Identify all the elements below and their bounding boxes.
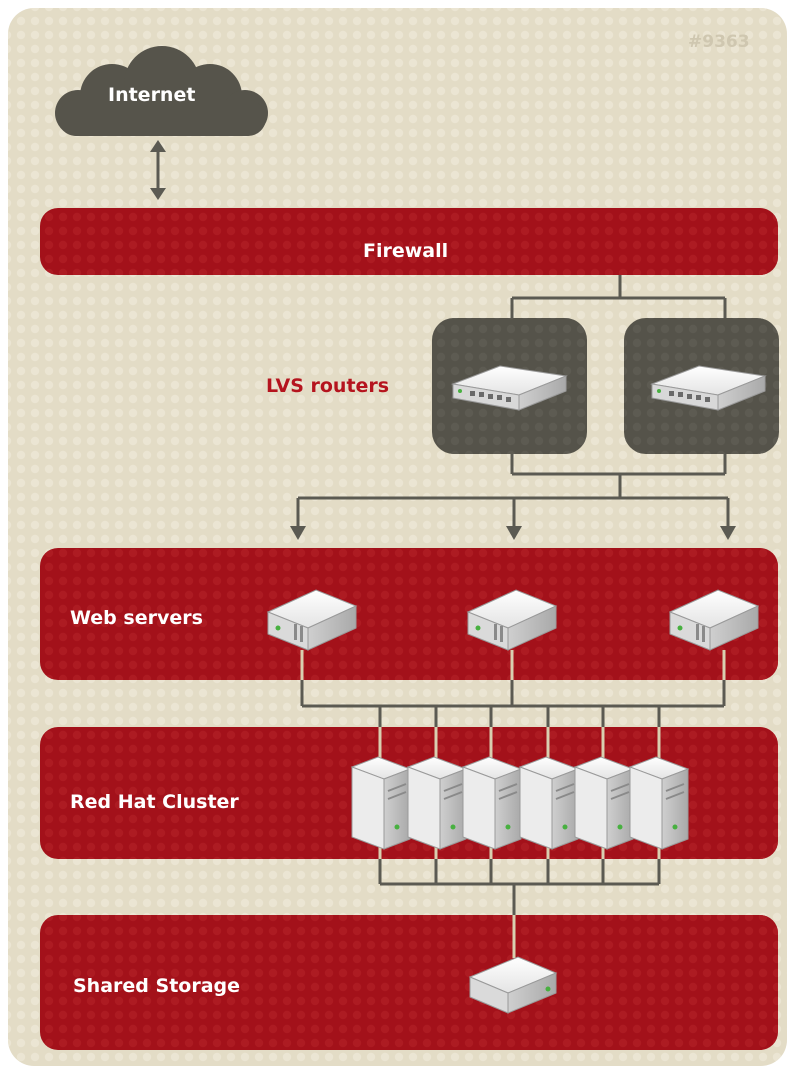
cluster-label: Red Hat Cluster [70,791,239,813]
web-server-icon-2 [466,589,558,651]
cluster-node-icon-3 [461,756,523,850]
lvs-routers-label: LVS routers [266,375,390,397]
web-servers-label: Web servers [70,607,203,629]
cluster-node-icon-4 [518,756,580,850]
router-icon-1 [451,365,568,411]
cluster-node-icon-1 [350,756,412,850]
cluster-node-icon-5 [573,756,635,850]
firewall-label: Firewall [363,240,449,262]
cluster-node-icon-2 [406,756,468,850]
background-dots [8,8,787,1066]
figure-id: #9363 [688,32,750,52]
internet-label: Internet [108,84,196,106]
storage-device-icon [468,956,558,1014]
web-cluster-links [300,680,726,728]
internet-firewall-link [150,140,166,200]
storage-label: Shared Storage [73,975,241,997]
router-icon-2 [650,365,767,411]
cluster-node-icon-6 [628,756,690,850]
router-web-links [290,454,736,540]
internet-cloud-icon [55,46,268,136]
firewall-router-links [510,275,727,320]
web-server-icon-3 [668,589,760,651]
web-server-icon-1 [266,589,358,651]
web-server-drops [300,650,726,680]
cluster-storage-links [378,859,661,916]
